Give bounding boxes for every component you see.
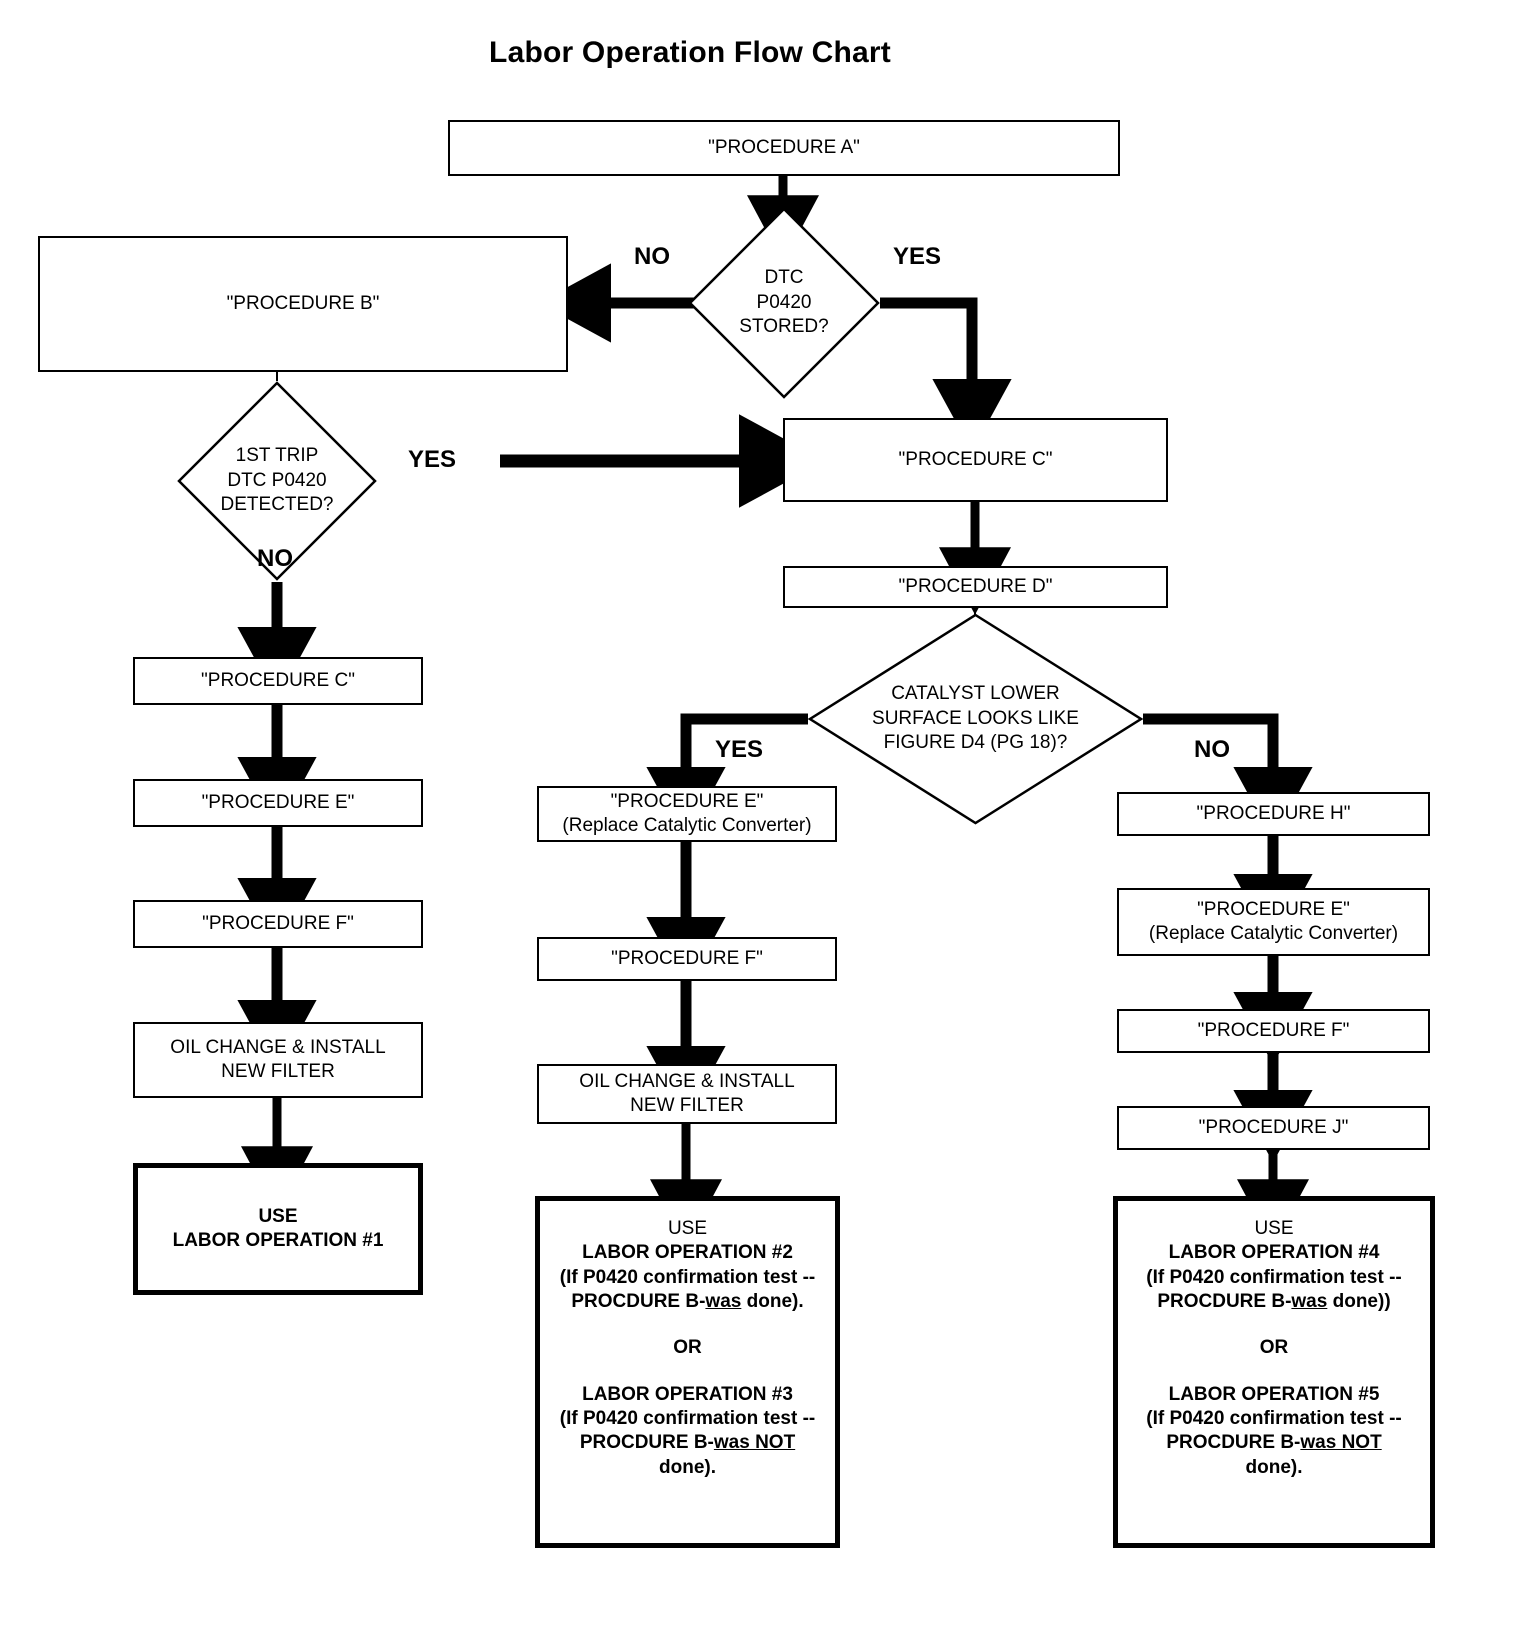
decision-catalyst-line1: CATALYST LOWER <box>891 682 1060 704</box>
node-mid-procedure-e[interactable]: "PROCEDURE E" (Replace Catalytic Convert… <box>537 786 837 842</box>
node-right-procedure-h[interactable]: "PROCEDURE H" <box>1117 792 1430 836</box>
decision-first-trip[interactable]: 1ST TRIP DTC P0420 DETECTED? <box>177 381 377 581</box>
labor-23-cond-a-line2: PROCDURE B-was done). <box>571 1290 803 1314</box>
labor-45-use: USE <box>1254 1218 1294 1239</box>
node-procedure-c-right[interactable]: "PROCEDURE C" <box>783 418 1168 502</box>
node-labor-operation-4-5[interactable]: USE LABOR OPERATION #4 (If P0420 confirm… <box>1113 1196 1435 1548</box>
node-procedure-b[interactable]: "PROCEDURE B" <box>38 236 568 372</box>
node-left-procedure-e[interactable]: "PROCEDURE E" <box>133 779 423 827</box>
node-procedure-c-right-label: "PROCEDURE C" <box>898 448 1053 470</box>
labor-23-cond-a-pre: PROCDURE B- <box>571 1290 706 1312</box>
page-title: Labor Operation Flow Chart <box>489 36 891 69</box>
labor-45-cond-b-underline: was NOT <box>1300 1432 1382 1454</box>
node-procedure-d[interactable]: "PROCEDURE D" <box>783 566 1168 608</box>
decision-dtc-stored-text: DTC P0420 STORED? <box>688 207 880 399</box>
decision-dtc-stored[interactable]: DTC P0420 STORED? <box>688 207 880 399</box>
labor-45-operation-b: LABOR OPERATION #5 <box>1168 1383 1380 1405</box>
node-procedure-b-label: "PROCEDURE B" <box>226 292 380 314</box>
node-mid-procedure-e-line2: (Replace Catalytic Converter) <box>562 815 812 836</box>
labor-23-cond-a-underline: was <box>705 1290 742 1312</box>
labor-23-cond-b-line1: (If P0420 confirmation test -- <box>559 1407 816 1429</box>
decision-dtc-stored-line1: DTC <box>764 266 804 288</box>
labor-45-cond-a-underline: was <box>1291 1290 1328 1312</box>
node-left-procedure-c[interactable]: "PROCEDURE C" <box>133 657 423 705</box>
node-right-procedure-j[interactable]: "PROCEDURE J" <box>1117 1106 1430 1150</box>
node-mid-procedure-f[interactable]: "PROCEDURE F" <box>537 937 837 981</box>
node-right-procedure-f[interactable]: "PROCEDURE F" <box>1117 1009 1430 1053</box>
decision-dtc-stored-line2: P0420 <box>756 291 812 313</box>
node-mid-oil-change-line1: OIL CHANGE & INSTALL <box>579 1070 795 1092</box>
decision-first-trip-line2: DTC P0420 <box>227 469 327 491</box>
node-labor-operation-2-3[interactable]: USE LABOR OPERATION #2 (If P0420 confirm… <box>535 1196 840 1548</box>
decision-catalyst-surface-shape <box>808 613 1143 825</box>
node-right-procedure-e[interactable]: "PROCEDURE E" (Replace Catalytic Convert… <box>1117 888 1430 956</box>
decision-catalyst-line3: FIGURE D4 (PG 18)? <box>883 732 1068 754</box>
labor-23-operation-b: LABOR OPERATION #3 <box>582 1383 793 1405</box>
decision-catalyst-line2: SURFACE LOOKS LIKE <box>872 707 1079 729</box>
node-mid-oil-change[interactable]: OIL CHANGE & INSTALL NEW FILTER <box>537 1064 837 1124</box>
labor-45-cond-a-line1: (If P0420 confirmation test -- <box>1146 1266 1402 1288</box>
labor-45-cond-b-pre: PROCDURE B- <box>1166 1432 1301 1454</box>
node-left-oil-change[interactable]: OIL CHANGE & INSTALL NEW FILTER <box>133 1022 423 1098</box>
edge-label-first-trip-yes: YES <box>408 446 457 473</box>
node-left-oil-change-line2: NEW FILTER <box>221 1061 335 1082</box>
labor-23-cond-b-pre: PROCDURE B- <box>579 1432 714 1454</box>
edge-label-dtc-no: NO <box>634 243 670 270</box>
node-left-procedure-c-label: "PROCEDURE C" <box>201 669 355 691</box>
labor-45-cond-a-post: done)) <box>1327 1290 1391 1312</box>
node-left-procedure-f[interactable]: "PROCEDURE F" <box>133 900 423 948</box>
labor-23-operation-a: LABOR OPERATION #2 <box>582 1242 793 1264</box>
labor-45-cond-b-line3: done). <box>1245 1456 1303 1478</box>
labor-23-or: OR <box>673 1337 702 1359</box>
decision-first-trip-line3: DETECTED? <box>220 494 334 516</box>
node-right-procedure-e-line2: (Replace Catalytic Converter) <box>1148 923 1399 944</box>
labor-1-use: USE <box>258 1205 298 1227</box>
decision-first-trip-shape <box>177 381 377 581</box>
decision-catalyst-surface[interactable]: CATALYST LOWER SURFACE LOOKS LIKE FIGURE… <box>808 613 1143 825</box>
node-right-procedure-f-label: "PROCEDURE F" <box>1197 1019 1350 1041</box>
node-right-procedure-h-label: "PROCEDURE H" <box>1196 802 1351 824</box>
decision-dtc-stored-shape <box>688 207 880 399</box>
labor-23-cond-a-line1: (If P0420 confirmation test -- <box>559 1266 816 1288</box>
labor-45-cond-a-line2: PROCDURE B-was done)) <box>1157 1290 1390 1314</box>
labor-23-cond-b-line3: done). <box>659 1456 716 1478</box>
node-left-procedure-e-label: "PROCEDURE E" <box>201 791 355 813</box>
edge-dtc-yes-to-c <box>880 297 1012 452</box>
edge-label-catalyst-yes: YES <box>715 736 764 763</box>
edge-label-dtc-yes: YES <box>893 243 942 270</box>
labor-23-cond-a-post: done). <box>741 1290 804 1312</box>
labor-45-cond-b-line1: (If P0420 confirmation test -- <box>1146 1407 1402 1429</box>
edge-label-first-trip-no: NO <box>257 545 293 572</box>
node-labor-operation-1[interactable]: USE LABOR OPERATION #1 <box>133 1163 423 1295</box>
node-mid-procedure-e-line1: "PROCEDURE E" <box>610 790 764 812</box>
labor-23-cond-b-line2: PROCDURE B-was NOT <box>580 1431 795 1455</box>
node-left-procedure-f-label: "PROCEDURE F" <box>202 912 354 934</box>
labor-45-or: OR <box>1259 1337 1289 1359</box>
labor-45-cond-b-line2: PROCDURE B-was NOT <box>1166 1431 1381 1455</box>
node-right-procedure-j-label: "PROCEDURE J" <box>1198 1116 1349 1138</box>
node-right-procedure-e-line1: "PROCEDURE E" <box>1197 898 1350 920</box>
labor-45-operation-a: LABOR OPERATION #4 <box>1168 1242 1380 1264</box>
decision-dtc-stored-line3: STORED? <box>739 316 829 338</box>
labor-45-cond-a-pre: PROCDURE B- <box>1157 1290 1292 1312</box>
labor-23-cond-b-underline: was NOT <box>713 1432 796 1454</box>
edge-label-catalyst-no: NO <box>1194 736 1230 763</box>
node-mid-procedure-f-label: "PROCEDURE F" <box>611 947 763 969</box>
labor-23-use: USE <box>667 1218 708 1239</box>
decision-catalyst-surface-text: CATALYST LOWER SURFACE LOOKS LIKE FIGURE… <box>808 613 1143 825</box>
node-procedure-d-label: "PROCEDURE D" <box>898 575 1053 597</box>
node-left-oil-change-line1: OIL CHANGE & INSTALL <box>170 1036 386 1058</box>
node-procedure-a-label: "PROCEDURE A" <box>708 136 860 158</box>
decision-first-trip-line1: 1ST TRIP <box>235 444 319 466</box>
decision-first-trip-text: 1ST TRIP DTC P0420 DETECTED? <box>177 381 377 581</box>
labor-1-operation: LABOR OPERATION #1 <box>172 1230 384 1251</box>
node-mid-oil-change-line2: NEW FILTER <box>630 1095 744 1116</box>
node-procedure-a[interactable]: "PROCEDURE A" <box>448 120 1120 176</box>
